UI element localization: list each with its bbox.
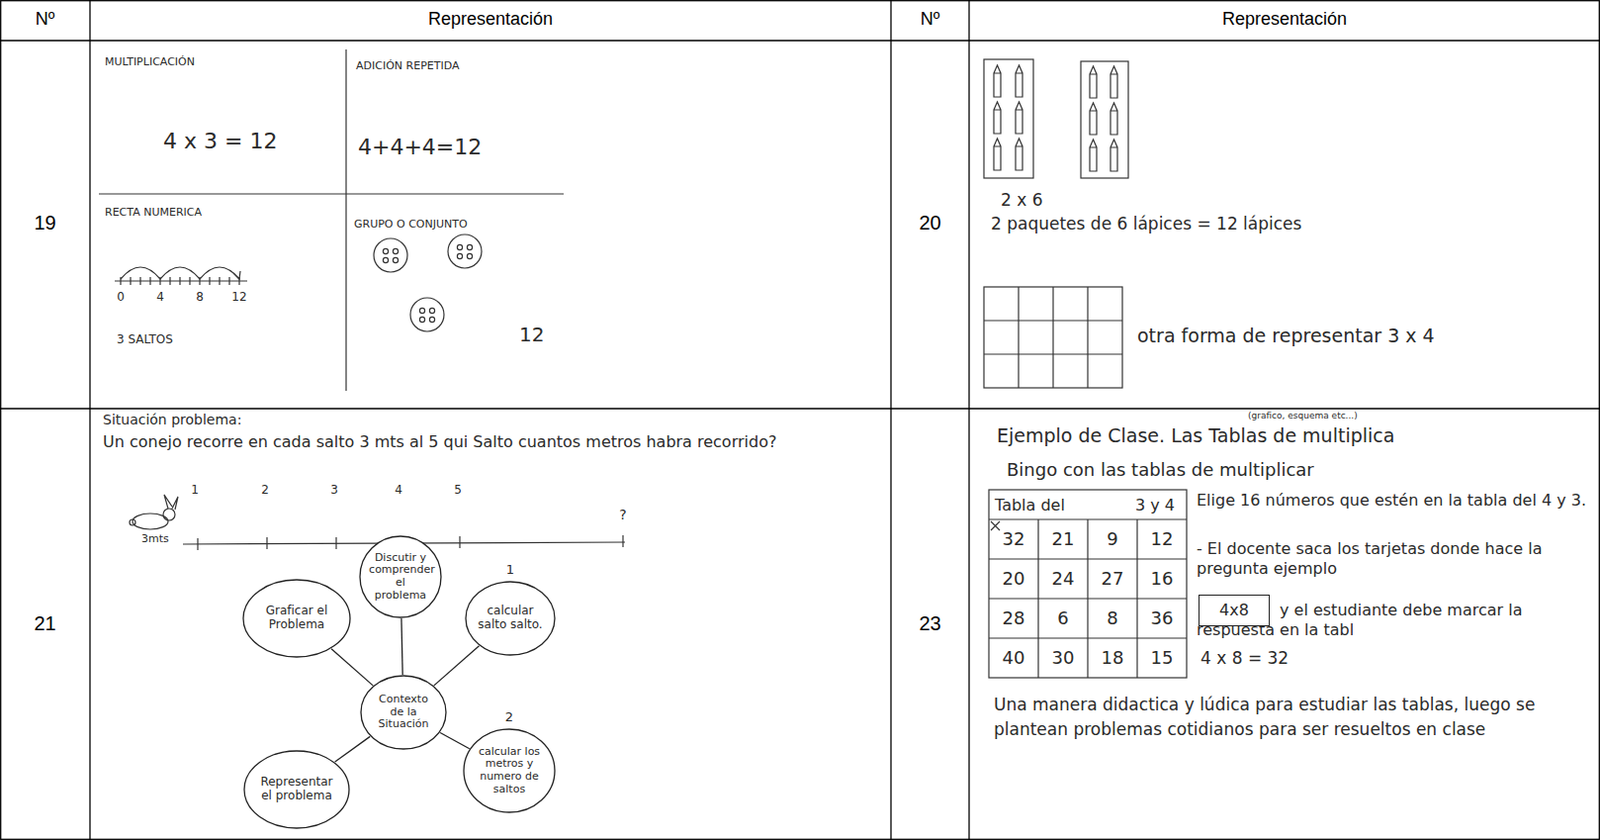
closing-note: Una manera didactica y lúdica para estud… (993, 692, 1583, 741)
node-text: Contexto de la Situación (370, 693, 438, 731)
jump-number: 3 (324, 482, 345, 498)
quadrant-title: GRUPO O CONJUNTO (354, 217, 468, 231)
table-cell: 12 (1137, 528, 1187, 550)
node-text: Discutir y comprender el problema (368, 551, 433, 603)
instruction-text: Elige 16 números que estén en la tabla d… (1196, 490, 1588, 511)
axis-number: 4 (150, 289, 171, 305)
jump-number: 2 (255, 482, 275, 498)
problem-title: Situación problema: (102, 411, 242, 429)
lesson-title: Ejemplo de Clase. Las Tablas de multipli… (996, 424, 1591, 447)
problem-statement: Un conejo recorre en cada salto 3 mts al… (102, 432, 880, 452)
bingo-table (988, 489, 1187, 678)
quadrant-lines (98, 49, 564, 391)
table-cell: 30 (1038, 646, 1088, 669)
table-cell: 18 (1087, 646, 1138, 669)
column-header: Representación (89, 8, 891, 31)
handwritten-note: otra forma de representar 3 x 4 (1137, 324, 1435, 348)
quadrant-title: ADICIÓN REPETIDA (355, 59, 460, 73)
node-text: Representar el problema (256, 775, 338, 803)
group-total: 12 (519, 322, 544, 347)
concept-link (440, 731, 470, 748)
table-header: Tabla del (994, 495, 1066, 516)
table-cell: 8 (1087, 607, 1138, 629)
step-number: 1 (464, 562, 556, 577)
node-text: calcular salto salto. (475, 604, 545, 632)
concept-circle: 2calcular los metros y numero de saltos (462, 727, 556, 813)
column-header: Nº (890, 8, 970, 31)
jump-number: 5 (447, 482, 468, 498)
jump-number: 4 (388, 482, 409, 498)
table-cell: 24 (1038, 567, 1088, 590)
step-number: 2 (462, 710, 556, 724)
table-cell: 20 (988, 567, 1039, 590)
distance-label: 3mts (141, 532, 170, 545)
table-cell: 36 (1137, 607, 1187, 629)
equation: 4 x 3 = 12 (163, 128, 277, 156)
table-cell: 6 (1038, 607, 1088, 629)
table-cell: 21 (1038, 528, 1088, 550)
table-cell: 16 (1137, 567, 1187, 590)
concept-link (401, 618, 403, 675)
row-number: 20 (890, 210, 970, 235)
row-number: 21 (0, 611, 90, 635)
concept-link (331, 648, 373, 686)
table-cell: 9 (1087, 528, 1138, 550)
equation: 2 x 6 (1000, 189, 1044, 211)
axis-number: 8 (189, 289, 210, 305)
node-text: calcular los metros y numero de saltos (473, 745, 544, 797)
axis-number: 0 (110, 289, 131, 305)
array-grid (983, 286, 1123, 388)
equation: 4 x 8 = 32 (1200, 647, 1289, 669)
jump-number: 1 (184, 482, 205, 498)
jump-number: ? (613, 506, 633, 524)
pencil-packs (983, 59, 1129, 178)
table-cell: 27 (1087, 567, 1138, 590)
quadrant-title: MULTIPLICACIÓN (104, 55, 195, 69)
concept-circle: Contexto de la Situación (359, 674, 447, 750)
concept-circle: Discutir y comprender el problema (358, 534, 443, 619)
table-cell: 40 (988, 646, 1039, 669)
concept-circle: 1calcular salto salto. (464, 580, 556, 656)
equation: 4+4+4=12 (357, 134, 482, 162)
table-header: 3 y 4 (1135, 495, 1175, 516)
column-header: Representación (969, 8, 1600, 31)
concept-link (434, 645, 480, 686)
row-number: 19 (0, 210, 90, 235)
node-text: Graficar el Problema (255, 604, 339, 632)
table-cell: 28 (988, 607, 1039, 629)
cut-header-note: (grafico, esquema etc...) (1247, 410, 1358, 422)
axis-number: 12 (227, 289, 252, 305)
instruction-text: - El docente saca los tarjetas donde hac… (1196, 538, 1588, 578)
rabbit-drawing (129, 494, 178, 530)
table-cell: 15 (1137, 646, 1187, 669)
table-cell: 32 (988, 528, 1039, 550)
row-number: 23 (890, 611, 970, 635)
column-header: Nº (0, 8, 90, 31)
concept-link (335, 735, 371, 762)
question-box: 4x8 (1198, 594, 1270, 626)
group-circles (373, 234, 482, 332)
concept-circle: Representar el problema (243, 749, 351, 829)
jump-count: 3 SALTOS (116, 332, 174, 348)
quadrant-title: RECTA NUMERICA (104, 205, 202, 219)
concept-circle: Graficar el Problema (242, 578, 352, 658)
number-line (114, 266, 248, 285)
lesson-subtitle: Bingo con las tablas de multiplicar (1006, 458, 1591, 481)
node-text: 4x8 (1202, 601, 1266, 620)
handwritten-note: 2 paquetes de 6 lápices = 12 lápices (990, 213, 1302, 235)
